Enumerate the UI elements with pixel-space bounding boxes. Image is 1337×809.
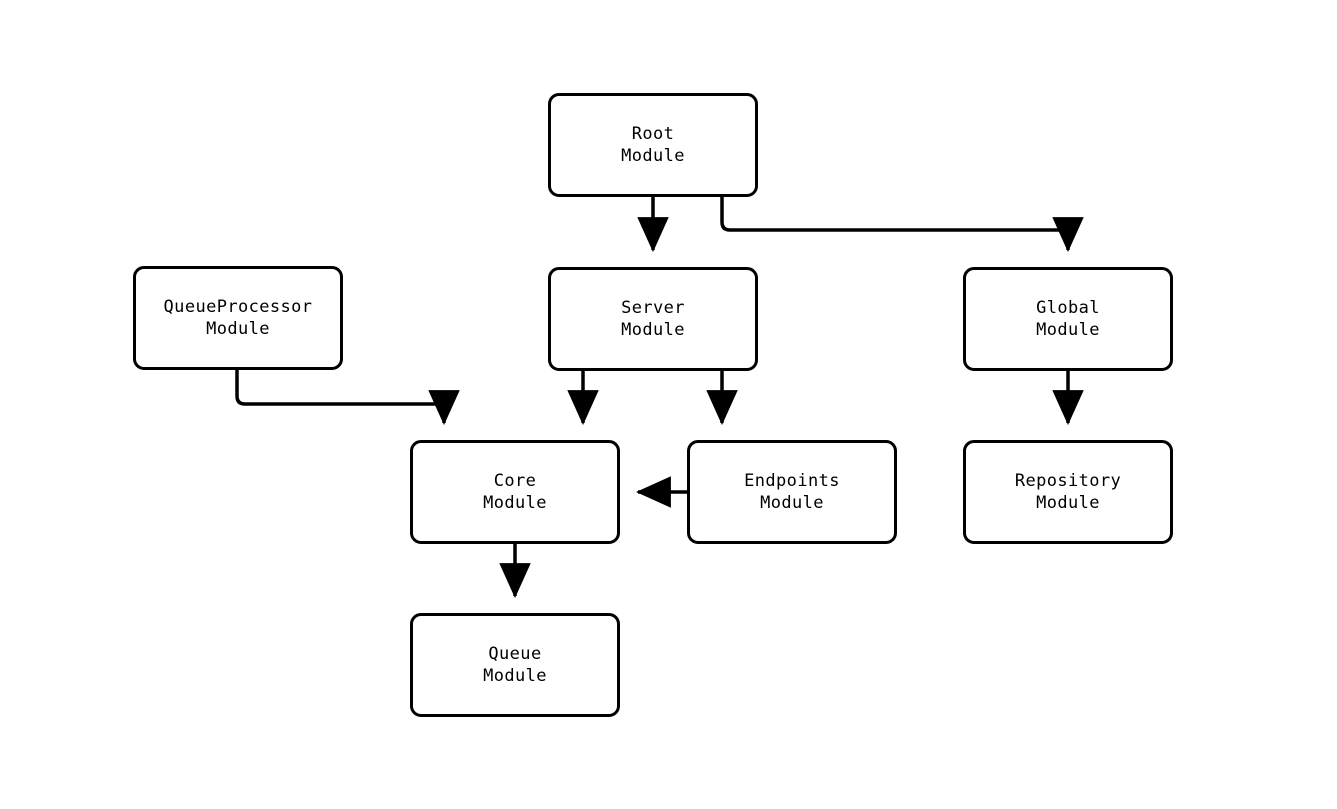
server-module-node[interactable]: Server Module xyxy=(548,267,758,371)
global-module-label-line2: Module xyxy=(1036,320,1100,340)
server-module-label-line1: Server xyxy=(621,298,685,318)
queueprocessor-module-label-line1: QueueProcessor xyxy=(163,297,313,317)
queue-module-node[interactable]: Queue Module xyxy=(410,613,620,717)
endpoints-module-node[interactable]: Endpoints Module xyxy=(687,440,897,544)
endpoints-module-label-line1: Endpoints xyxy=(744,471,840,491)
global-module-node[interactable]: Global Module xyxy=(963,267,1173,371)
repository-module-node[interactable]: Repository Module xyxy=(963,440,1173,544)
edge-root-to-global xyxy=(720,197,1084,253)
server-module-label-line2: Module xyxy=(621,320,685,340)
queue-module-label-line2: Module xyxy=(483,666,547,686)
core-module-label-line2: Module xyxy=(483,493,547,513)
root-module-node[interactable]: Root Module xyxy=(548,93,758,197)
root-module-label-line1: Root xyxy=(631,124,675,144)
queueprocessor-module-node[interactable]: QueueProcessor Module xyxy=(133,266,343,370)
edge-queueprocessor-to-core xyxy=(235,370,460,426)
repository-module-label-line2: Module xyxy=(1036,493,1100,513)
queue-module-label-line1: Queue xyxy=(488,644,542,664)
global-module-label-line1: Global xyxy=(1036,298,1100,318)
endpoints-module-label-line2: Module xyxy=(760,493,824,513)
root-module-label-line2: Module xyxy=(621,146,685,166)
queueprocessor-module-label-line2: Module xyxy=(206,319,270,339)
core-module-label-line1: Core xyxy=(493,471,537,491)
repository-module-label-line1: Repository xyxy=(1014,471,1122,491)
core-module-node[interactable]: Core Module xyxy=(410,440,620,544)
